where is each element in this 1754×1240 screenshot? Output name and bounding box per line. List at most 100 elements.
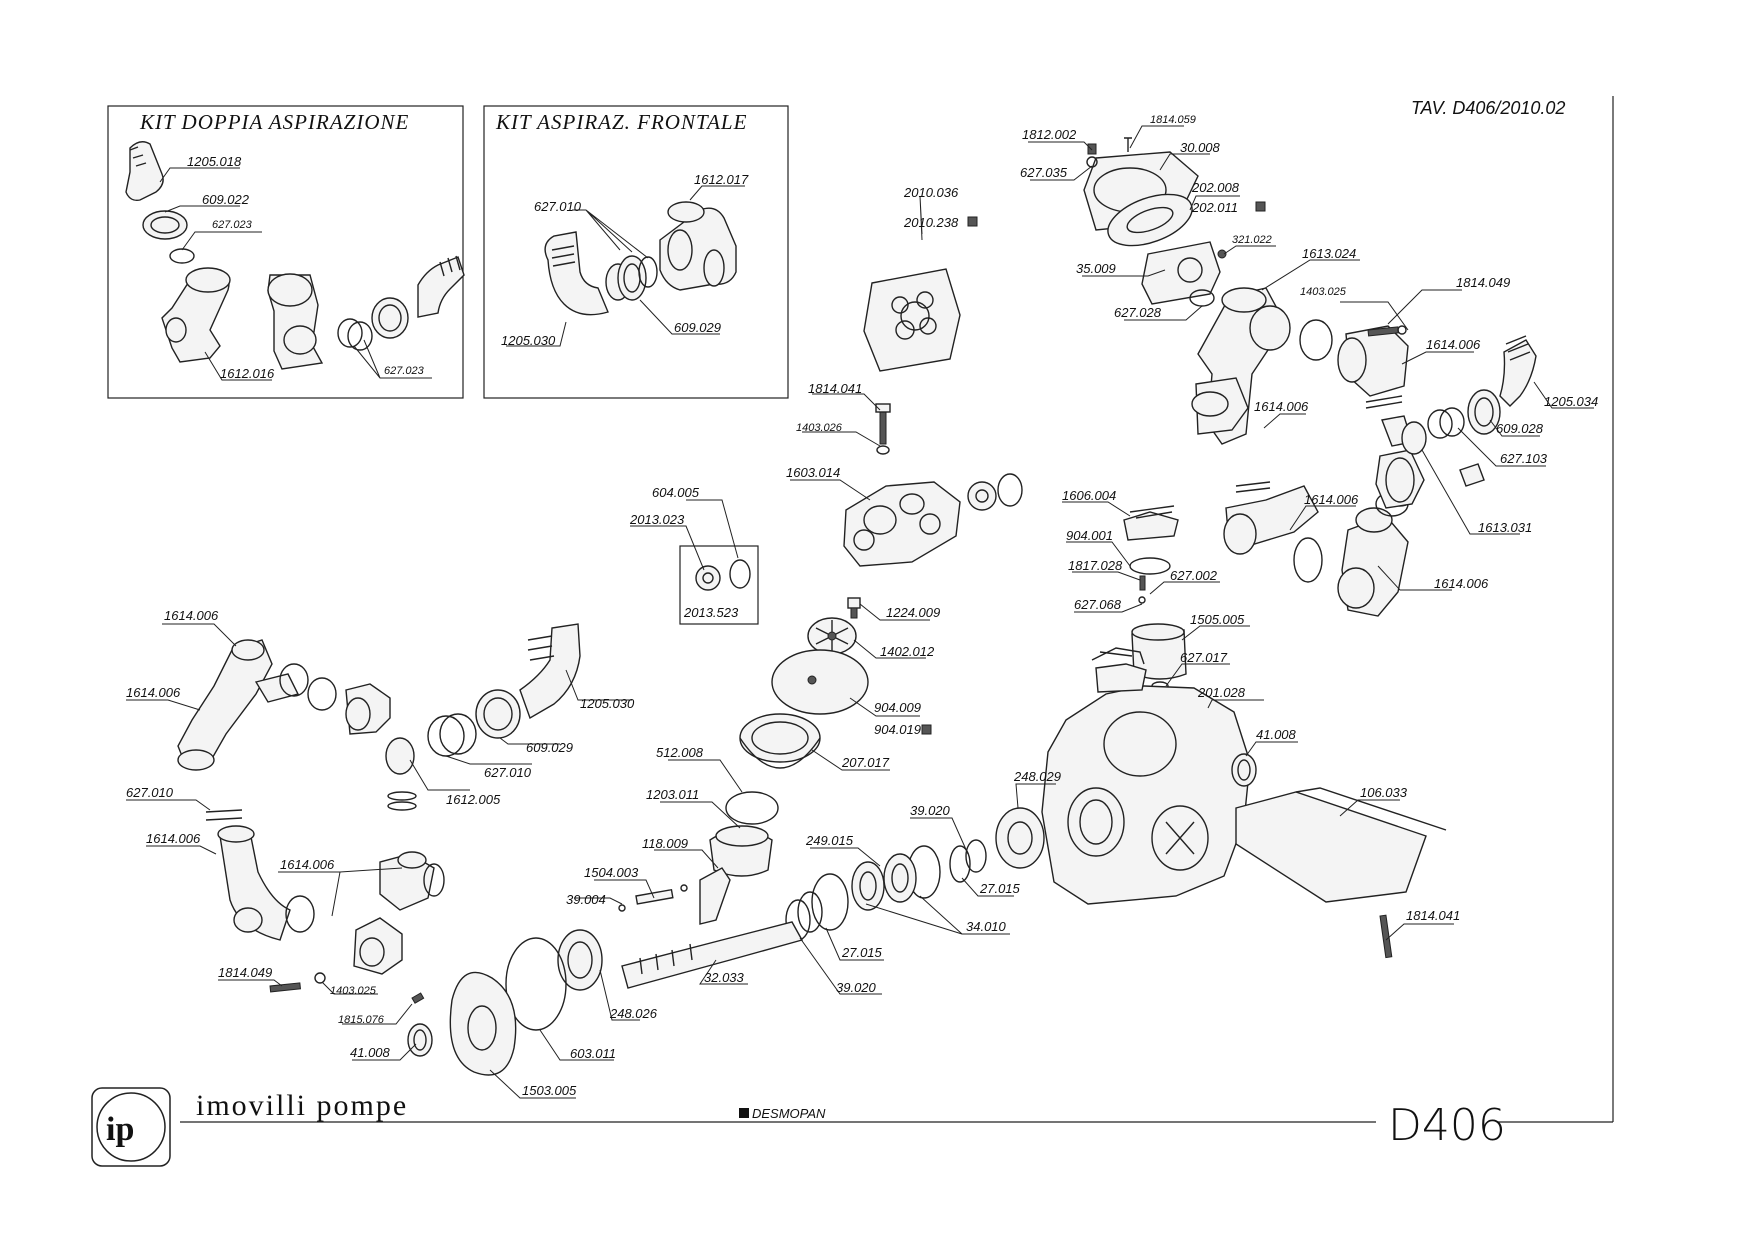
pump-body-parts	[1041, 647, 1454, 959]
part-label: 1613.031	[1478, 520, 1532, 535]
part-label: 1203.011	[646, 787, 699, 802]
piston-stack-parts	[574, 597, 930, 925]
part-label: 1205.030	[580, 696, 635, 711]
part-label: 1614.006	[1254, 399, 1309, 414]
part-label: 904.009	[874, 700, 921, 715]
part-label: 248.026	[609, 1006, 658, 1021]
part-label: 1614.006	[1304, 492, 1359, 507]
legend-desmopan: DESMOPAN	[752, 1106, 826, 1121]
part-label: 604.005	[652, 485, 700, 500]
part-label: 321.022	[1232, 234, 1272, 246]
upper-manifold-parts	[1191, 259, 1594, 617]
kit-title-doppia: KIT DOPPIA ASPIRAZIONE	[139, 110, 409, 134]
part-label: 27.015	[979, 881, 1021, 896]
part-label: 30.008	[1180, 140, 1221, 155]
part-label: 35.009	[1076, 261, 1116, 276]
part-label: 1614.006	[126, 685, 181, 700]
part-label: 609.029	[526, 740, 573, 755]
part-label: 1504.003	[584, 865, 639, 880]
part-label: 1614.006	[146, 831, 201, 846]
part-label: 627.010	[484, 765, 532, 780]
part-label: 603.011	[570, 1046, 616, 1061]
part-label: 207.017	[841, 755, 890, 770]
part-label: 1815.076	[338, 1014, 385, 1026]
part-label: 627.010	[126, 785, 174, 800]
kit-aspiraz-frontale-box	[483, 105, 789, 399]
head-assembly-parts	[863, 125, 1276, 372]
part-label: 1814.041	[1406, 908, 1460, 923]
rear-cover-parts	[342, 929, 640, 1099]
part-label: 1612.005	[446, 792, 501, 807]
desmopan-marker	[1255, 201, 1266, 212]
crankshaft-parts	[621, 783, 1056, 995]
part-label: 1812.002	[1022, 127, 1077, 142]
part-label: 248.029	[1013, 769, 1061, 784]
part-label: 1403.025	[1300, 286, 1347, 298]
part-label: 1224.009	[886, 605, 940, 620]
part-label: 106.033	[1360, 785, 1408, 800]
part-label: 39.004	[566, 892, 606, 907]
part-label: 1814.059	[1150, 114, 1196, 126]
lower-manifold-parts	[126, 623, 632, 995]
part-label: 904.019	[874, 722, 921, 737]
part-label: 2010.036	[903, 185, 959, 200]
part-label: 1614.006	[164, 608, 219, 623]
part-label: 627.023	[384, 365, 425, 377]
part-label: 41.008	[350, 1045, 391, 1060]
part-label: 1614.006	[280, 857, 335, 872]
part-label: 41.008	[1256, 727, 1297, 742]
part-label: 1205.034	[1544, 394, 1598, 409]
part-label: 1403.026	[796, 422, 843, 434]
part-label: 1614.006	[1434, 576, 1489, 591]
part-label: 1603.014	[786, 465, 840, 480]
part-label: 202.011	[1191, 200, 1238, 215]
part-label: 1612.016	[220, 366, 275, 381]
part-label: 1817.028	[1068, 558, 1123, 573]
desmopan-marker	[921, 724, 932, 735]
part-label: 118.009	[642, 836, 688, 851]
model-number: D406	[1388, 1100, 1506, 1151]
part-label: 904.001	[1066, 528, 1113, 543]
part-label: 627.002	[1170, 568, 1218, 583]
table-reference: TAV. D406/2010.02	[1411, 98, 1565, 118]
part-label: 1505.005	[1190, 612, 1245, 627]
part-label: 27.015	[841, 945, 883, 960]
center-upper-parts	[630, 393, 1023, 625]
part-label: 627.010	[534, 199, 582, 214]
part-label: 627.068	[1074, 597, 1122, 612]
logo-initials: ip	[106, 1111, 134, 1148]
part-label: 627.103	[1500, 451, 1548, 466]
part-label: 609.028	[1496, 421, 1544, 436]
part-label: 627.017	[1180, 650, 1228, 665]
part-label: 1614.006	[1426, 337, 1481, 352]
part-label: 1205.018	[187, 154, 242, 169]
part-label: 2013.523	[683, 605, 739, 620]
part-label: 512.008	[656, 745, 704, 760]
part-label: 1612.017	[694, 172, 749, 187]
part-label: 202.008	[1191, 180, 1240, 195]
kit-doppia-parts	[125, 141, 465, 381]
part-label: 1402.012	[880, 644, 935, 659]
part-label: 609.022	[202, 192, 250, 207]
kit-title-frontale: KIT ASPIRAZ. FRONTALE	[495, 110, 747, 134]
part-label: 1606.004	[1062, 488, 1116, 503]
part-label: 1205.030	[501, 333, 556, 348]
part-label: 1613.024	[1302, 246, 1356, 261]
part-label: 2013.023	[629, 512, 685, 527]
part-label: 34.010	[966, 919, 1007, 934]
part-label: 2010.238	[903, 215, 959, 230]
part-label: 1814.041	[808, 381, 862, 396]
kit-frontale-parts	[506, 185, 745, 347]
company-logo: ip	[91, 1087, 171, 1167]
desmopan-marker	[967, 216, 978, 227]
desmopan-legend-marker	[739, 1108, 749, 1118]
part-label: 627.023	[212, 219, 253, 231]
part-label: 627.035	[1020, 165, 1068, 180]
part-label: 32.033	[704, 970, 745, 985]
brand-name: imovilli pompe	[196, 1089, 408, 1122]
part-label: 249.015	[805, 833, 854, 848]
part-label: 39.020	[836, 980, 877, 995]
part-label: 609.029	[674, 320, 721, 335]
part-label: 1814.049	[1456, 275, 1510, 290]
